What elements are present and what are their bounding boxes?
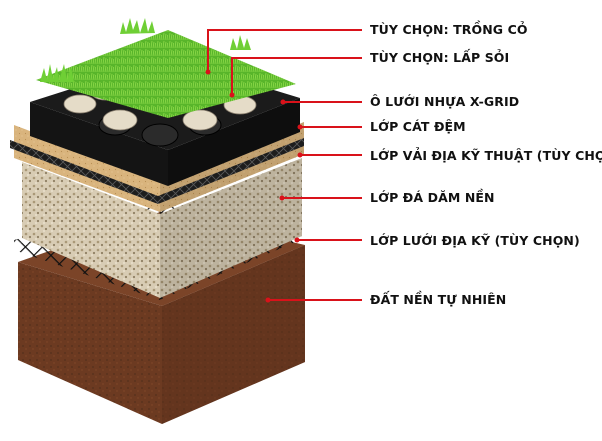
crushed-stone-layer xyxy=(22,158,302,298)
leader-soil-dot xyxy=(265,297,271,303)
geotextile-fabric-layer xyxy=(10,138,304,204)
leader-fabric-dot xyxy=(297,152,303,158)
leader-grass-dot xyxy=(205,69,211,75)
label-geotextile: LỚP VẢI ĐỊA KỸ THUẬT (TÙY CHỌN) xyxy=(370,148,602,163)
leader-sand-dot xyxy=(297,124,303,130)
leader-geogrid-dot xyxy=(294,237,300,243)
leader-grass xyxy=(207,29,362,72)
label-geogrid: LỚP LƯỚI ĐỊA KỸ (TÙY CHỌN) xyxy=(370,233,580,248)
leader-stone-dot xyxy=(279,195,285,201)
label-grass: TÙY CHỌN: TRỒNG CỎ xyxy=(370,22,528,37)
leader-dots xyxy=(205,69,303,303)
leader-x-grid-dot xyxy=(280,99,286,105)
label-soil: ĐẤT NỀN TỰ NHIÊN xyxy=(370,292,507,307)
leader-lines xyxy=(207,29,362,301)
label-x-grid: Ô LƯỚI NHỰA X-GRID xyxy=(370,94,520,109)
label-sand: LỚP CÁT ĐỆM xyxy=(370,119,466,134)
label-crushed-stone: LỚP ĐÁ DĂM NỀN xyxy=(370,190,495,205)
leader-gravel xyxy=(231,57,362,95)
leader-gravel-dot xyxy=(229,92,235,98)
label-gravel: TÙY CHỌN: LẤP SỎI xyxy=(370,50,510,65)
